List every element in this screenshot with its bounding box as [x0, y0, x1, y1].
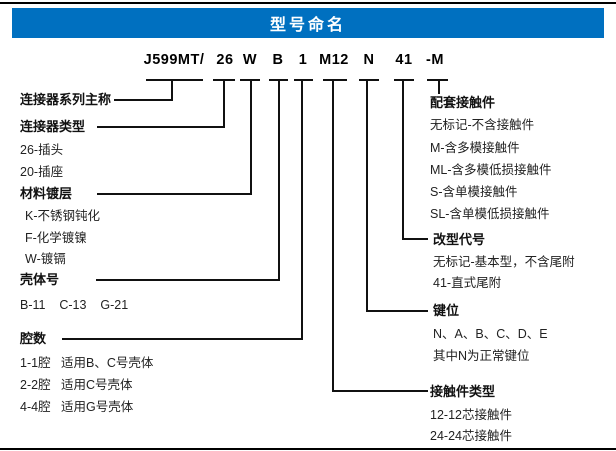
section-title: 型号命名	[269, 17, 346, 34]
label-type-item: 26-插头	[20, 143, 64, 157]
label-mating-item: SL-含单模低损接触件	[430, 207, 550, 221]
label-key-title: 键位	[433, 303, 460, 318]
label-mod-item: 41-直式尾附	[433, 276, 502, 290]
part-number-segment-key: N	[363, 52, 375, 68]
leader-vertical-shell	[278, 79, 280, 281]
label-mating-item: M-含多模接触件	[430, 141, 520, 155]
tick-bar-series	[146, 79, 203, 81]
leader-vertical-key	[366, 79, 368, 312]
leader-horizontal-key	[366, 310, 428, 312]
label-plating-item: K-不锈钢钝化	[25, 209, 101, 223]
tick-bar-contact	[323, 79, 347, 81]
part-number-segment-mating: -M	[426, 52, 444, 68]
tick-bar-mod	[394, 79, 414, 81]
part-number-segment-shell: B	[272, 52, 284, 68]
leader-horizontal-cavity	[62, 338, 303, 340]
bottom-border-rule	[0, 448, 616, 450]
part-number-segment-plating: W	[242, 52, 258, 68]
label-mating-item: S-含单模接触件	[430, 185, 518, 199]
label-key-item: 其中N为正常键位	[433, 349, 530, 363]
label-type-item: 20-插座	[20, 165, 64, 179]
label-key-item: N、A、B、C、D、E	[433, 327, 548, 341]
label-shell-item: B-11 C-13 G-21	[20, 298, 129, 312]
label-plating-item: W-镀镉	[25, 252, 66, 266]
leader-horizontal-shell	[96, 279, 280, 281]
tick-bar-cavity	[294, 79, 313, 81]
label-type-title: 连接器类型	[20, 119, 86, 134]
leader-vertical-contact	[332, 79, 334, 392]
leader-horizontal-plating	[97, 193, 252, 195]
leader-vertical-plating	[250, 79, 252, 195]
leader-vertical-type	[223, 79, 225, 128]
leader-horizontal-type	[97, 126, 225, 128]
part-number-segment-type: 26	[216, 52, 234, 68]
label-contact-type-item: 24-24芯接触件	[430, 429, 512, 443]
label-plating-title: 材料镀层	[20, 186, 73, 201]
label-contact-type-item: 12-12芯接触件	[430, 408, 512, 422]
top-border-rule	[0, 2, 616, 4]
leader-vertical-cavity	[301, 79, 303, 340]
tick-bar-key	[359, 79, 379, 81]
leader-vertical-mating	[438, 79, 440, 94]
tick-bar-mating	[427, 79, 448, 81]
label-cavity-item: 4-4腔 适用G号壳体	[20, 400, 134, 414]
label-plating-item: F-化学镀镍	[25, 231, 87, 245]
label-cavity-title: 腔数	[20, 331, 47, 346]
label-cavity-item: 2-2腔 适用C号壳体	[20, 378, 133, 392]
label-series-title: 连接器系列主称	[20, 92, 112, 107]
leader-vertical-series	[171, 79, 173, 101]
label-contact-type-title: 接触件类型	[430, 384, 496, 399]
label-shell-title: 壳体号	[20, 272, 60, 287]
label-mating-title: 配套接触件	[430, 95, 496, 110]
part-number-segment-mod: 41	[395, 52, 413, 68]
part-number-segment-cavity: 1	[298, 52, 308, 68]
section-header-bar: 型号命名	[12, 8, 604, 38]
label-mating-item: 无标记-不含接触件	[430, 118, 535, 132]
label-mod-item: 无标记-基本型，不含尾附	[433, 255, 575, 269]
label-mating-item: ML-含多模低损接触件	[430, 163, 552, 177]
leader-horizontal-contact	[332, 390, 428, 392]
label-mod-title: 改型代号	[433, 232, 486, 247]
leader-vertical-mod	[402, 79, 404, 240]
leader-horizontal-series	[114, 99, 173, 101]
leader-horizontal-mod	[402, 238, 428, 240]
label-cavity-item: 1-1腔 适用B、C号壳体	[20, 356, 154, 370]
part-number-segment-series: J599MT/	[143, 52, 205, 68]
part-number-segment-contact: M12	[319, 52, 349, 68]
